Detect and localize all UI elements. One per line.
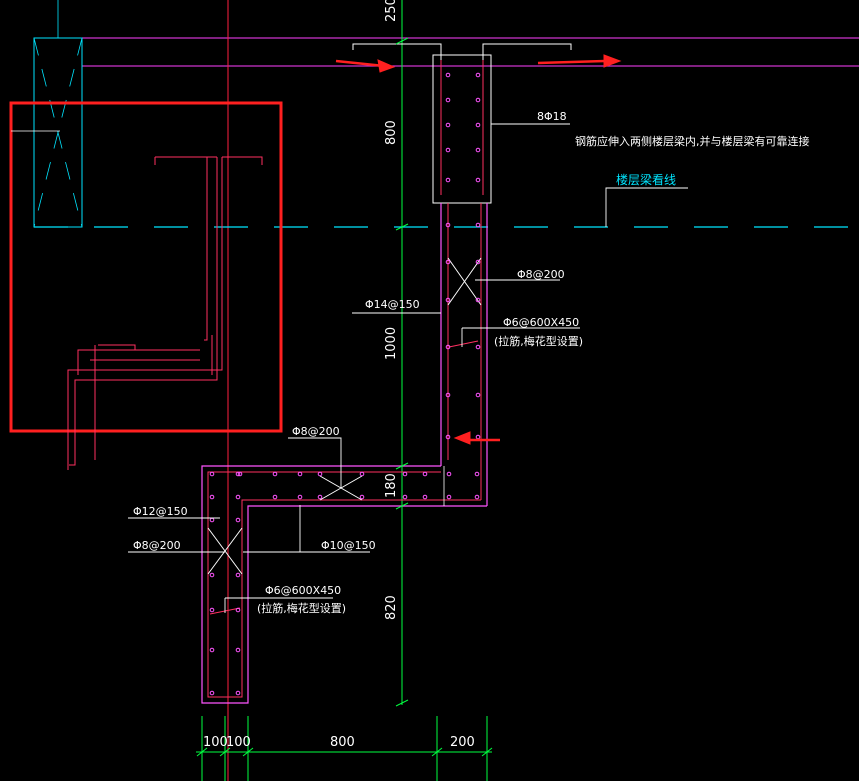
rebar-dot bbox=[445, 297, 451, 303]
tie-bar-lower-label: Φ6@600X450 bbox=[265, 584, 341, 597]
dim-joint: 180 bbox=[384, 473, 399, 498]
rebar-dot bbox=[209, 607, 215, 613]
rebar-dot bbox=[235, 517, 241, 523]
dim-top: 250 bbox=[384, 0, 399, 22]
horizontal-dim-line bbox=[196, 716, 493, 781]
rebar-dot bbox=[235, 690, 241, 696]
dim-upper: 800 bbox=[384, 120, 399, 145]
rebar-dot bbox=[475, 259, 481, 265]
stirrup-lower-left-label: Φ8@200 bbox=[133, 539, 181, 552]
rebar-dot bbox=[422, 471, 428, 477]
rebar-dot bbox=[446, 494, 452, 500]
rebar-dot bbox=[475, 122, 481, 128]
rebar-dots bbox=[209, 72, 481, 696]
rebar-dot bbox=[359, 471, 365, 477]
rebar-dot bbox=[237, 471, 243, 477]
rebar-dot bbox=[445, 122, 451, 128]
anchor-rebar bbox=[67, 156, 263, 470]
dim-h-4: 200 bbox=[450, 735, 475, 750]
rebar-dot bbox=[209, 494, 215, 500]
rebar-dot bbox=[445, 222, 451, 228]
rebar-dot bbox=[297, 494, 303, 500]
top-rebar-label: 8Φ18 bbox=[537, 110, 567, 123]
dim-middle: 1000 bbox=[384, 327, 399, 360]
vertical-bar-upper-label: Φ14@150 bbox=[365, 298, 420, 311]
rebar-dot bbox=[474, 471, 480, 477]
rebar-dot bbox=[235, 471, 241, 477]
rebar-dot bbox=[297, 471, 303, 477]
stirrup-lower-label: Φ8@200 bbox=[292, 425, 340, 438]
rebar-dot bbox=[475, 72, 481, 78]
rebar-dot bbox=[445, 72, 451, 78]
dim-h-2: 100 bbox=[226, 735, 251, 750]
vertical-dim-ticks bbox=[395, 37, 409, 707]
rebar-dot bbox=[402, 471, 408, 477]
beam-line-label: 楼层梁看线 bbox=[616, 172, 676, 187]
rebar-dot bbox=[209, 647, 215, 653]
rebar-dot bbox=[445, 177, 451, 183]
left-cyan-column bbox=[33, 0, 83, 228]
upper-wall bbox=[440, 203, 488, 506]
rebar-dot bbox=[235, 572, 241, 578]
rebar-dot bbox=[235, 494, 241, 500]
rebar-dot bbox=[446, 471, 452, 477]
rebar-dot bbox=[209, 572, 215, 578]
rebar-dot bbox=[272, 494, 278, 500]
rebar-dot bbox=[475, 434, 481, 440]
rebar-dot bbox=[445, 259, 451, 265]
rebar-dot bbox=[475, 147, 481, 153]
tie-bar-lower-note: (拉筋,梅花型设置) bbox=[257, 601, 346, 615]
tie-bar-upper-label: Φ6@600X450 bbox=[503, 316, 579, 329]
leader-lines bbox=[128, 123, 688, 613]
rebar-dot bbox=[475, 344, 481, 350]
rebar-dot bbox=[317, 471, 323, 477]
rebar-dot bbox=[272, 471, 278, 477]
rebar-dot bbox=[402, 494, 408, 500]
rebar-dot bbox=[474, 494, 480, 500]
rebar-dot bbox=[445, 97, 451, 103]
rebar-dot bbox=[445, 392, 451, 398]
rebar-dot bbox=[445, 344, 451, 350]
rebar-dot bbox=[445, 434, 451, 440]
rebar-dot bbox=[475, 177, 481, 183]
vertical-bar-lower-label: Φ12@150 bbox=[133, 505, 188, 518]
rebar-dot bbox=[209, 471, 215, 477]
horizontal-bar-label: Φ10@150 bbox=[321, 539, 376, 552]
lower-wall bbox=[201, 465, 487, 704]
rebar-dot bbox=[475, 97, 481, 103]
rebar-dot bbox=[422, 494, 428, 500]
rebar-dot bbox=[209, 517, 215, 523]
rebar-dot bbox=[209, 690, 215, 696]
rebar-dot bbox=[475, 222, 481, 228]
rebar-dot bbox=[235, 647, 241, 653]
tie-bar-upper-note: (拉筋,梅花型设置) bbox=[494, 334, 583, 348]
dim-h-1: 100 bbox=[203, 735, 228, 750]
dim-lower: 820 bbox=[384, 595, 399, 620]
top-note: 钢筋应伸入两侧楼层梁内,并与楼层梁有可靠连接 bbox=[575, 134, 810, 148]
rebar-dot bbox=[359, 494, 365, 500]
rebar-dot bbox=[235, 607, 241, 613]
rebar-dot bbox=[475, 392, 481, 398]
dim-h-3: 800 bbox=[330, 735, 355, 750]
rebar-dot bbox=[445, 147, 451, 153]
rebar-dot bbox=[317, 494, 323, 500]
red-arrows bbox=[335, 54, 622, 445]
reference-lines bbox=[34, 0, 859, 781]
stirrup-upper-label: Φ8@200 bbox=[517, 268, 565, 281]
rebar-dot bbox=[475, 297, 481, 303]
highlight-box bbox=[9, 101, 283, 433]
